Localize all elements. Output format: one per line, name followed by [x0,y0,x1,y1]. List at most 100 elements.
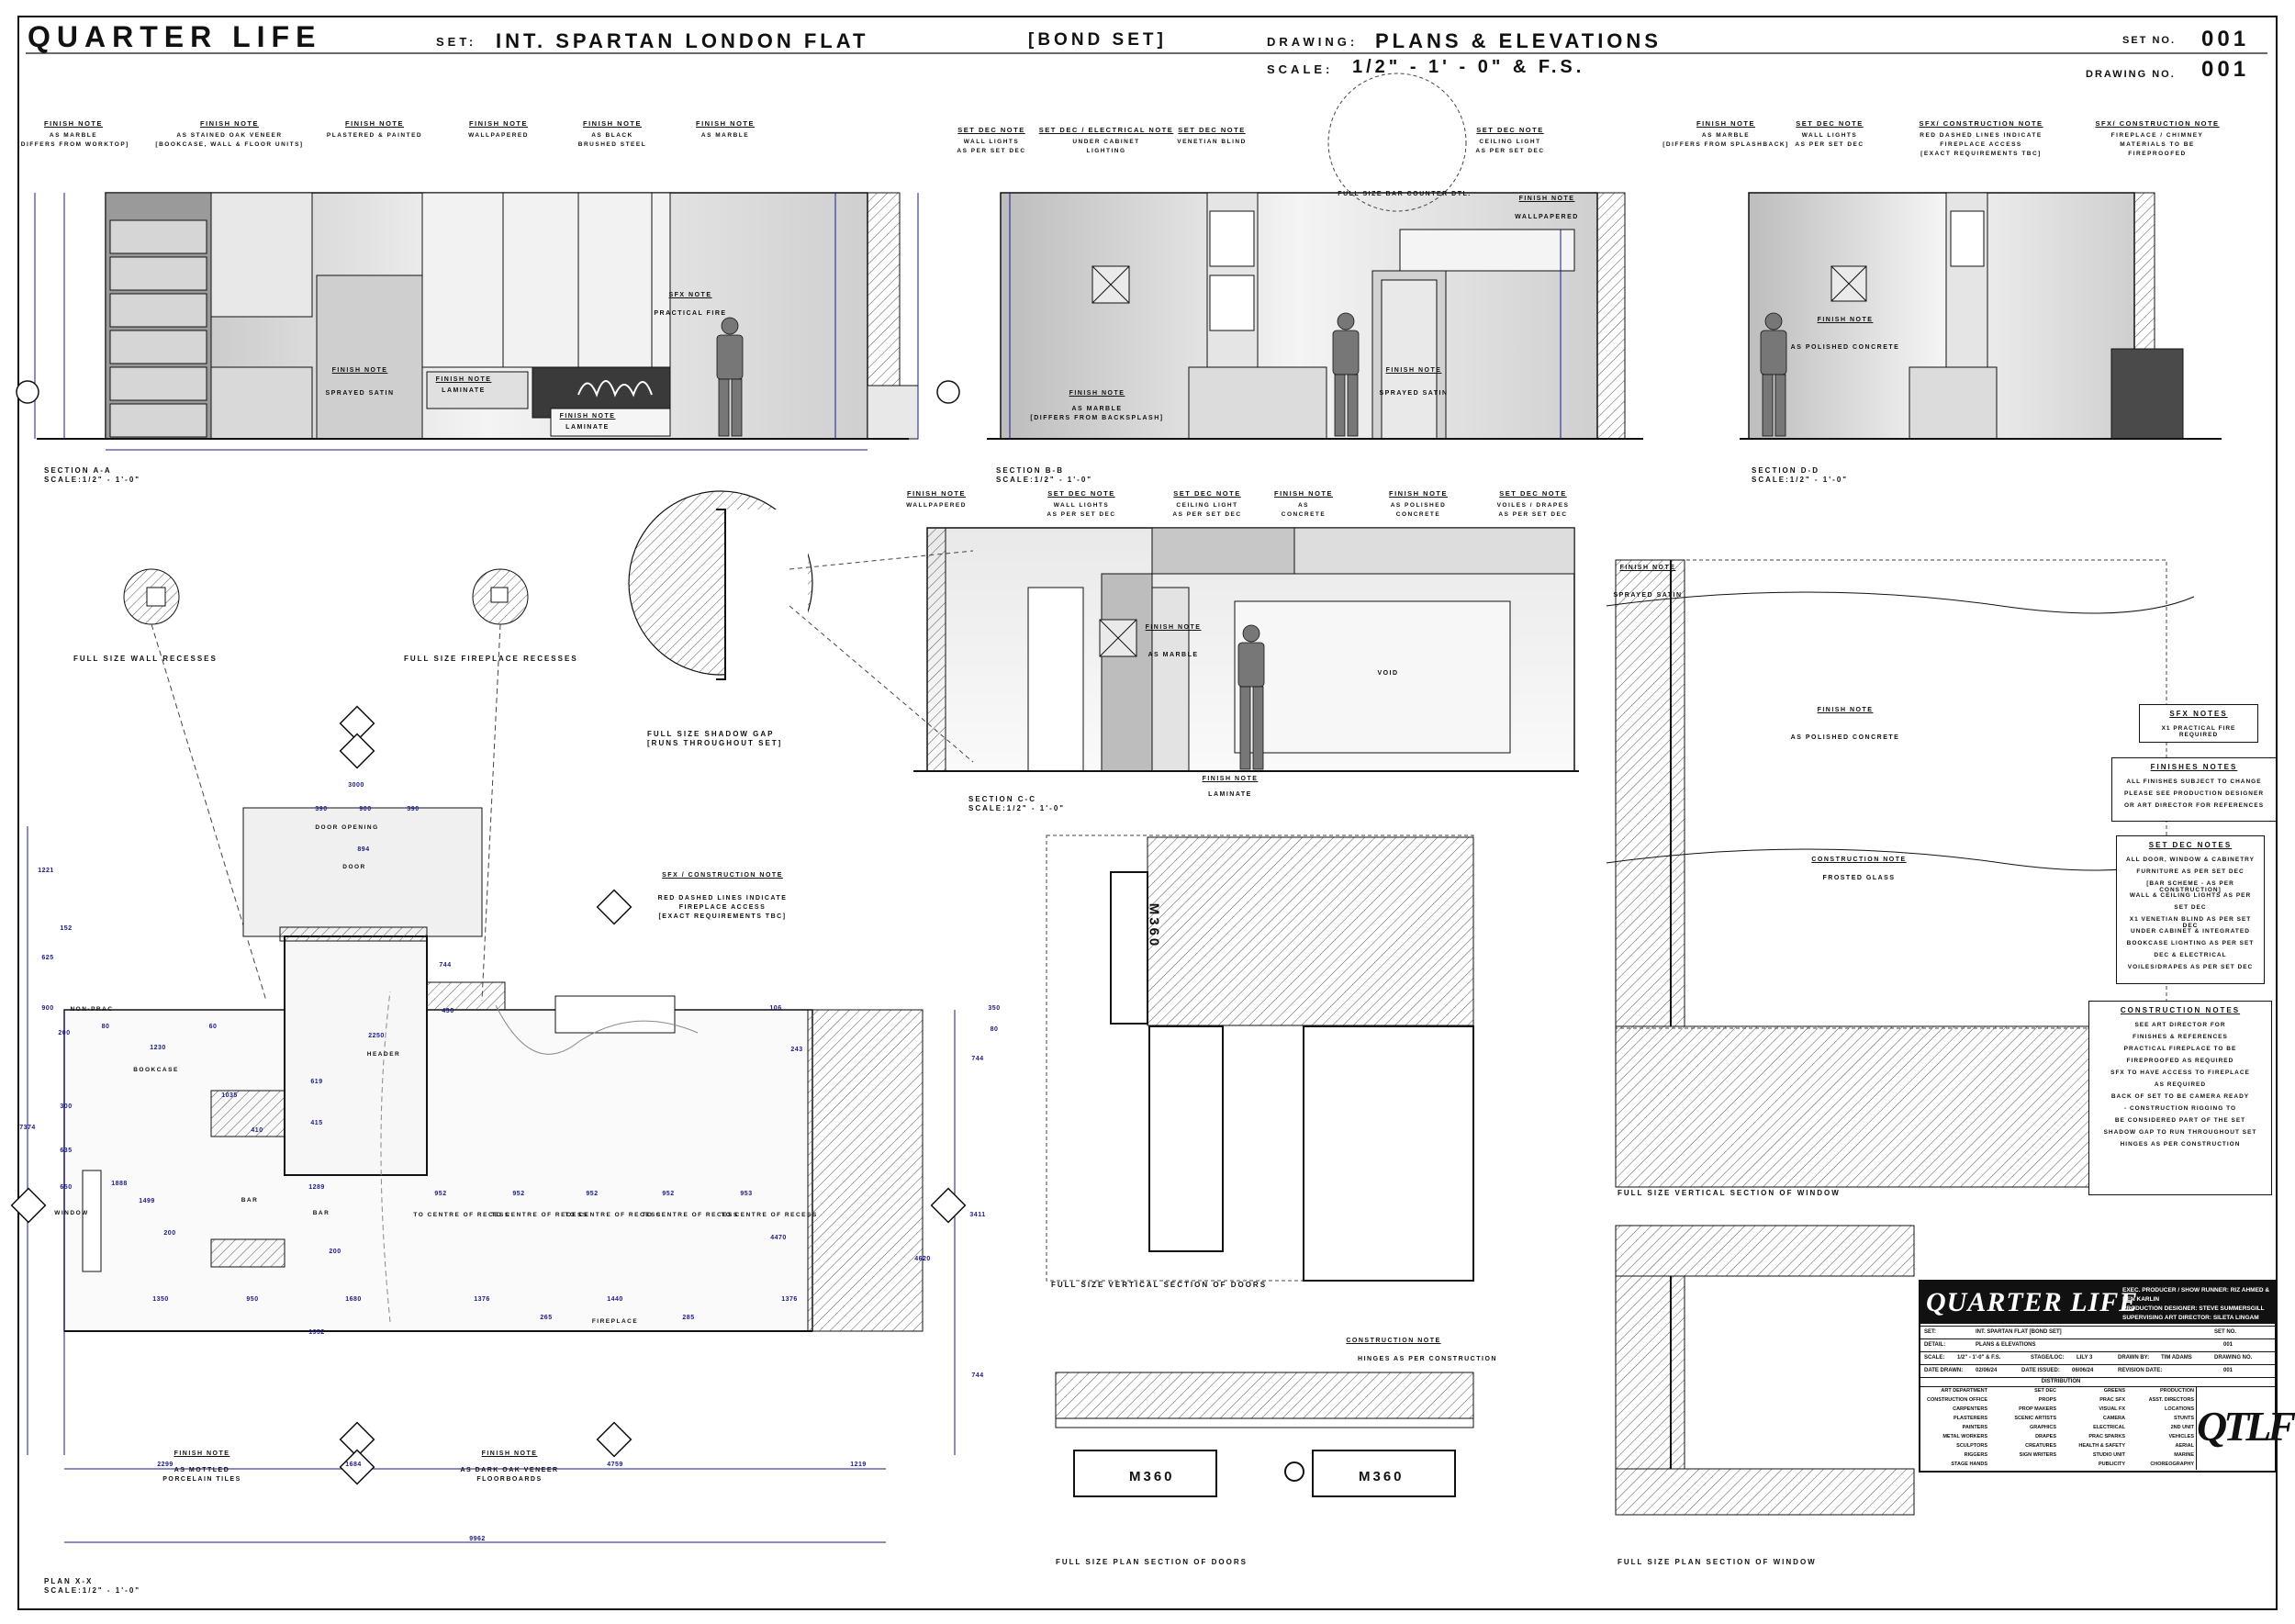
note-title: FINISH NOTE [582,119,643,128]
note-text: [DIFFERS FROM WORKTOP] [17,141,129,148]
distribution-item: SET DEC [2034,1388,2056,1394]
distribution-item: CHOREOGRAPHY [2150,1462,2194,1467]
note-text: UNDER CABINET [1072,139,1140,145]
note-text: AS POLISHED CONCRETE [1790,734,1900,741]
note-title: FINISH NOTE [1817,317,1874,323]
sidebar-note-line: OR ART DIRECTOR FOR REFERENCES [2123,802,2265,809]
distribution-item: ART DEPARTMENT [1941,1388,1987,1394]
note-text: PLASTERED & PAINTED [326,132,423,139]
tb-distribution: DISTRIBUTION [1920,1377,2275,1387]
note-text: FIREPLACE ACCESS [678,904,767,911]
fs-vertical-doors [1046,834,1474,1282]
dimension-value: 1230 [150,1045,166,1051]
drawing-no-label: DRAWING NO. [2086,69,2176,80]
dimension-value: 952 [434,1191,447,1197]
sidebar-note-title: SET DEC NOTES [2148,841,2233,849]
distribution-item: AERIAL [2175,1443,2194,1449]
dimension-value: 744 [971,1056,984,1062]
sidebar-note-line: FIREPROOFED AS REQUIRED [2126,1058,2234,1064]
section-title: SCALE:1/2" - 1'-0" [44,1586,141,1595]
note-text: RED DASHED LINES INDICATE [657,895,788,902]
tb-date-issued-label: DATE ISSUED: [2021,1368,2060,1373]
note-text: [EXACT REQUIREMENTS TBC] [658,913,787,920]
note-text: BRUSHED STEEL [577,141,647,148]
dimension-value: 2299 [157,1462,174,1468]
note-title: FINISH NOTE [174,1450,230,1457]
section-title: PLAN X-X [44,1577,94,1585]
dimension-value: 390 [407,806,420,812]
sidebar-note-title: SFX NOTES [2169,710,2228,718]
dimension-value: 200 [329,1249,341,1255]
note-text: WALLPAPERED [906,502,967,509]
tb-set-value: INT. SPARTAN FLAT [BOND SET] [1976,1329,2062,1335]
distribution-item: RIGGERS [1964,1452,1987,1458]
note-text: CONCRETE [1395,511,1441,518]
distribution-item: VISUAL FX [2099,1406,2125,1412]
note-title: SFX/ CONSTRUCTION NOTE [1919,119,2043,128]
section-title: SCALE:1/2" - 1'-0" [44,476,141,484]
dimension-value: 285 [682,1315,695,1321]
note-title: FINISH NOTE [468,119,529,128]
section-markers [10,705,967,1485]
dimension-value: 744 [439,962,452,969]
dimension-value: 1680 [345,1296,362,1303]
tb-revision-label: REVISION DATE: [2118,1368,2163,1373]
distribution-item: VEHICLES [2168,1434,2194,1439]
dimension-value: 894 [357,846,370,853]
dimension-value: 952 [512,1191,525,1197]
sidebar-note-line: PLEASE SEE PRODUCTION DESIGNER [2123,790,2265,797]
drawing-value: PLANS & ELEVATIONS [1375,29,1662,52]
dimension-value: 900 [359,806,372,812]
project-title: QUARTER LIFE [28,20,322,53]
note-title: FINISH NOTE [906,489,967,498]
sidebar-note-line: [BAR SCHEME - AS PER CONSTRUCTION] [2146,880,2234,893]
section-title: FULL SIZE FIREPLACE RECESSES [404,655,578,663]
distribution-item: PROP MAKERS [2019,1406,2056,1412]
note-text: RED DASHED LINES INDICATE [1920,132,2043,139]
dimension-value: 410 [251,1127,263,1134]
dimension-value: 152 [60,925,73,932]
sidebar-note-line: BACK OF SET TO BE CAMERA READY [2110,1093,2250,1100]
plan-label: DOOR [342,864,366,870]
note-text: SPRAYED SATIN [1379,390,1449,397]
sidebar-note-line: ALL DOOR, WINDOW & CABINETRY [2126,857,2255,863]
dimension-value: 3411 [969,1212,986,1218]
note-text: AS MOTTLED [174,1467,230,1473]
note-text: AS [1297,502,1310,509]
tb-date-drawn-value: 02/06/24 [1976,1368,1998,1373]
dimension-value: 1035 [221,1092,238,1099]
dimension-value: 265 [540,1315,553,1321]
note-text: PRACTICAL FIRE [654,310,727,317]
credit-line: EXEC. PRODUCER / SHOW RUNNER: RIZ AHMED … [2122,1287,2270,1303]
note-title: FINISH NOTE [435,376,492,383]
note-title: CONSTRUCTION NOTE [1811,857,1907,863]
plan-label: FIREPLACE [591,1318,639,1325]
plan-label: TO CENTRE OF RECESS [491,1212,588,1218]
note-text: AS STAINED OAK VENEER [176,132,283,139]
credit-line: SUPERVISING ART DIRECTOR: SILETA LINGAM [2122,1315,2259,1321]
note-title: SET DEC NOTE [1173,489,1241,498]
dimension-value: 1952 [308,1329,325,1336]
dimension-value: 200 [163,1230,176,1237]
note-text: CEILING LIGHT [1176,502,1238,509]
note-text: WALL LIGHTS [1053,502,1110,509]
note-title: FINISH NOTE [1518,196,1575,202]
note-text: VOILES / DRAPES [1496,502,1570,509]
distribution-item: PUBLICITY [2098,1462,2125,1467]
note-title: FINISH NOTE [695,119,756,128]
plan-label: DOOR OPENING [315,824,379,831]
note-title: FINISH NOTE [1145,624,1202,631]
note-title: FINISH NOTE [1385,367,1442,374]
dimension-value: 4759 [607,1462,623,1468]
title-block-credits: EXEC. PRODUCER / SHOW RUNNER: RIZ AHMED … [2122,1286,2275,1323]
section-title: SECTION D-D [1752,466,1819,475]
plan-label: TO CENTRE OF RECESS [413,1212,510,1218]
tb-detail-label: DETAIL: [1924,1342,1946,1348]
dimension-value: 950 [246,1296,259,1303]
sidebar-note-line: X1 VENETIAN BLIND AS PER SET DEC [2129,916,2252,929]
distribution-item: PROPS [2038,1397,2056,1403]
distribution-item: METAL WORKERS [1942,1434,1987,1439]
note-text: FIREPLACE / CHIMNEY [2110,132,2204,139]
note-title: SFX/ CONSTRUCTION NOTE [2095,119,2220,128]
